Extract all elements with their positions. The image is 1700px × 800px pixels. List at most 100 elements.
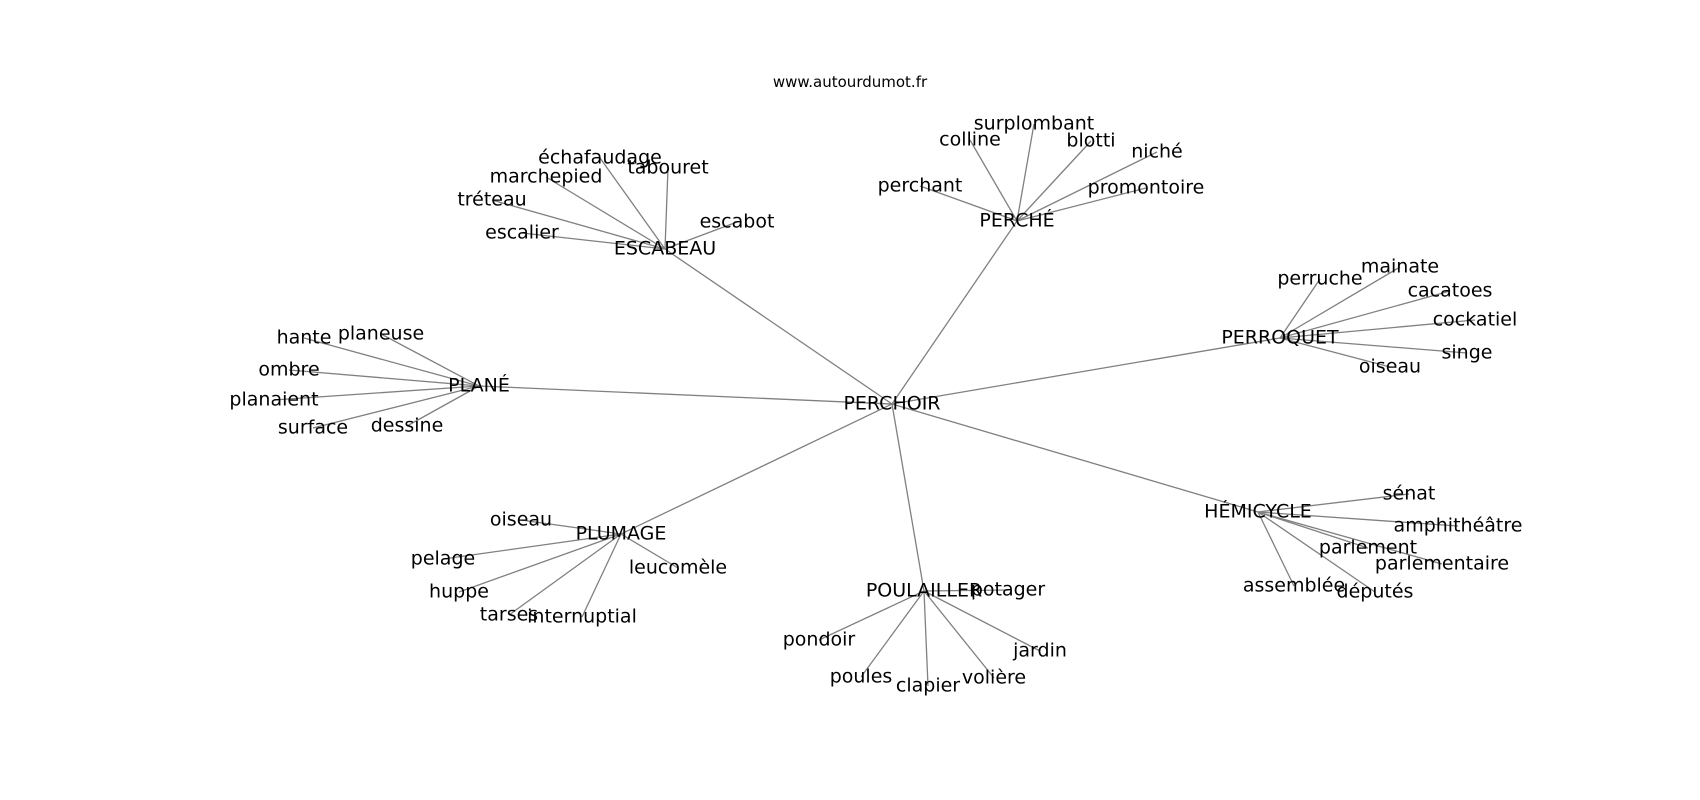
leaf-node: promontoire [1088,177,1205,199]
leaf-node: surface [278,417,348,439]
leaf-node: cacatoes [1408,280,1493,302]
hub-node: POULAILLER [866,580,982,602]
edge-hub-to-leaf [1257,493,1410,513]
edge-hub-to-leaf [273,385,480,401]
leaf-node: députés [1337,581,1414,603]
edge-hub-to-leaf [1257,511,1443,565]
leaf-node: perruche [1277,268,1362,290]
hub-node: ESCABEAU [614,238,716,260]
leaf-node: volière [962,667,1026,689]
hub-node: PERCHÉ [979,209,1054,232]
leaf-node: blotti [1066,130,1115,152]
leaf-node: parlement [1319,537,1417,559]
edge-center-to-hub [891,337,1281,405]
edge-hub-to-leaf [919,185,1018,222]
edge-hub-to-leaf [288,369,480,387]
graph-edges [273,123,1476,687]
edge-hub-to-leaf [1016,140,1092,222]
leaf-node: jardin [1012,640,1067,662]
leaf-node: oiseau [1359,356,1421,378]
leaf-node: escabot [700,211,775,233]
edge-hub-to-leaf [923,590,995,679]
leaf-node: échafaudage [538,147,662,169]
edge-hub-to-leaf [599,157,666,250]
edge-hub-to-leaf [923,590,929,687]
leaf-node: perchant [878,175,963,197]
leaf-node: surplombant [974,113,1094,135]
edge-hub-to-leaf [1257,511,1369,549]
leaf-node: leucomèle [629,557,727,579]
leaf-node: colline [939,129,1001,151]
edge-hub-to-leaf [312,385,480,429]
edge-hub-to-leaf [620,533,679,569]
leaf-node: dessine [371,415,444,437]
edge-hub-to-leaf [923,589,1009,592]
edge-hub-to-leaf [1016,151,1158,222]
edge-hub-to-leaf [1257,511,1295,587]
leaf-node: parlementaire [1375,553,1509,575]
leaf-node: escalier [485,222,559,244]
edge-hub-to-leaf [491,199,666,250]
edge-hub-to-leaf [581,533,622,618]
edge-hub-to-leaf [1257,511,1459,527]
edge-hub-to-leaf [1279,278,1321,339]
leaf-node: marchepied [490,166,603,188]
edge-hub-to-leaf [545,176,666,250]
edge-hub-to-leaf [406,385,480,427]
leaf-node: pelage [411,548,475,570]
edge-hub-to-leaf [303,337,480,387]
leaf-node: tabouret [627,157,708,179]
edge-hub-to-leaf [520,519,622,535]
leaf-node: hante [277,327,332,349]
edge-hub-to-leaf [1279,319,1476,339]
leaf-node: tréteau [457,189,526,211]
leaf-node: niché [1131,141,1183,163]
edge-hub-to-leaf [521,232,666,250]
leaf-node: oiseau [490,509,552,531]
leaf-node: clapier [896,675,960,697]
edge-hub-to-leaf [508,533,622,616]
leaf-node: mainate [1361,256,1439,278]
edge-hub-to-leaf [818,590,925,641]
edge-hub-to-leaf [458,533,622,593]
edge-hub-to-leaf [1279,337,1468,354]
leaf-node: pondoir [783,629,856,651]
edge-hub-to-leaf [380,333,480,387]
leaf-node: poules [830,666,893,688]
hub-node: PLUMAGE [576,523,667,545]
leaf-node: singe [1442,342,1493,364]
edge-hub-to-leaf [1279,337,1391,368]
leaf-node: cockatiel [1433,309,1518,331]
leaf-node: internuptial [527,606,637,628]
edge-hub-to-leaf [664,167,669,250]
edge-center-to-hub [478,385,893,405]
edge-hub-to-leaf [664,221,738,250]
center-node: PERCHOIR [843,393,940,415]
leaf-node: sénat [1383,483,1436,505]
edge-center-to-hub [664,248,893,405]
hub-node: HÉMICYCLE [1204,500,1312,523]
edge-hub-to-leaf [860,590,925,678]
leaf-node: tarses [480,604,538,626]
edge-hub-to-leaf [1279,290,1451,339]
source-url: www.autourdumot.fr [773,73,928,91]
leaf-node: ombre [258,359,319,381]
edge-center-to-hub [891,220,1018,405]
leaf-node: potager [971,579,1046,601]
edge-center-to-hub [620,403,893,535]
leaf-node: planeuse [338,323,424,345]
edge-hub-to-leaf [1279,266,1401,339]
edge-hub-to-leaf [923,590,1041,652]
edge-hub-to-leaf [1257,511,1376,593]
edge-hub-to-leaf [1016,123,1035,222]
edge-hub-to-leaf [442,533,622,560]
edge-hub-to-leaf [969,139,1018,222]
leaf-node: amphithéâtre [1394,515,1523,537]
leaf-node: assemblée [1243,575,1345,597]
edge-center-to-hub [891,403,925,592]
hub-node: PLANÉ [448,374,510,397]
hub-node: PERROQUET [1221,327,1339,349]
edge-hub-to-leaf [1016,187,1147,222]
